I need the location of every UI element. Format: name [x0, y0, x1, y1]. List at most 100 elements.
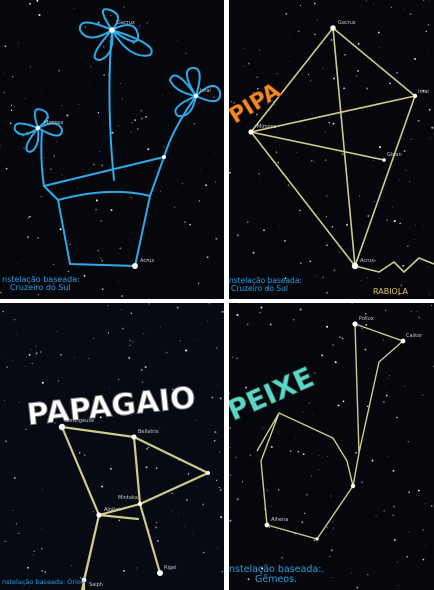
background-star [332, 344, 334, 346]
background-star [195, 420, 196, 421]
background-star [321, 354, 323, 356]
background-star [146, 466, 148, 468]
background-star [423, 529, 425, 531]
star-pollux [352, 321, 357, 326]
star-label-mimosa: Mimosa [257, 124, 276, 130]
background-star [425, 545, 426, 546]
background-star [124, 169, 125, 170]
background-star [184, 526, 185, 527]
background-star [356, 75, 357, 76]
background-star [141, 369, 143, 371]
background-star [33, 555, 34, 556]
background-star [346, 465, 347, 466]
background-star [335, 361, 337, 363]
star-bellatrix [131, 434, 136, 439]
background-star [108, 305, 109, 306]
background-star [159, 428, 160, 429]
background-star [132, 341, 133, 342]
background-star [156, 467, 158, 469]
caption-pipa: nstelação baseada: Cruzeiro do Sul [229, 277, 302, 293]
background-star [302, 412, 303, 413]
background-star [28, 217, 30, 219]
background-star [54, 155, 56, 157]
background-star [408, 491, 410, 493]
background-star [143, 333, 144, 334]
background-star [188, 473, 189, 474]
background-star [326, 244, 328, 246]
background-star [131, 132, 132, 133]
background-star [386, 219, 388, 221]
background-star [401, 285, 402, 286]
star-alhena [265, 523, 270, 528]
background-star [235, 457, 237, 459]
background-star [98, 22, 100, 24]
background-star [79, 452, 81, 454]
background-star [12, 360, 13, 361]
background-star [332, 226, 334, 228]
background-star [293, 319, 295, 321]
background-star [278, 433, 279, 434]
background-star [261, 179, 262, 180]
star-label-gacrux: Gacrux [338, 20, 356, 26]
background-star [361, 280, 362, 281]
background-star [69, 438, 70, 439]
background-star [372, 460, 374, 462]
background-star [26, 357, 27, 358]
background-star [243, 66, 244, 67]
star-label-acrux: Acrux [140, 258, 154, 264]
background-star [56, 141, 57, 142]
background-star [41, 548, 42, 549]
caption-cruzeiro-line2: Cruzeiro do Sul [2, 284, 80, 292]
pipa-drawing: Gacrux Mimosa Imai Ginan Acrux PIPA RABI… [229, 0, 434, 299]
star-label-gacrux: Gacrux [117, 20, 135, 26]
background-star [314, 372, 315, 373]
background-star [296, 152, 297, 153]
background-star [418, 317, 420, 319]
background-star [311, 160, 312, 161]
background-star [30, 66, 31, 67]
star-rigel [157, 570, 163, 576]
background-star [423, 0, 424, 1]
background-star [406, 556, 408, 558]
background-star [14, 106, 15, 107]
background-star [404, 150, 406, 152]
background-star [131, 313, 132, 314]
background-star [259, 50, 260, 51]
background-star [103, 46, 104, 47]
background-star [397, 562, 398, 563]
background-star [50, 168, 52, 170]
background-star [29, 354, 31, 356]
background-star [215, 238, 217, 240]
background-star [333, 123, 335, 125]
background-star [5, 541, 6, 542]
background-star [203, 552, 204, 553]
background-star [423, 559, 425, 561]
background-star [44, 157, 45, 158]
background-star [342, 153, 344, 155]
background-star [110, 167, 111, 168]
background-star [231, 101, 233, 103]
background-star [4, 92, 6, 94]
background-star [103, 74, 105, 76]
background-star [408, 531, 409, 532]
rabiola-label: RABIOLA [373, 287, 408, 296]
background-star [281, 557, 283, 559]
star-imai [194, 94, 198, 98]
background-star [323, 68, 324, 69]
background-star [318, 469, 319, 470]
background-star [277, 162, 279, 164]
background-star [14, 319, 15, 320]
background-star [71, 565, 72, 566]
background-star [429, 1, 430, 2]
background-star [200, 170, 201, 171]
caption-pipa-line2: Cruzeiro do Sul [229, 285, 302, 293]
background-star [409, 181, 410, 182]
star-alnitak [96, 512, 101, 517]
background-star [314, 162, 315, 163]
background-star [84, 454, 86, 456]
background-star [261, 307, 263, 309]
background-star [366, 0, 367, 1]
background-star [431, 505, 433, 507]
background-star [373, 160, 374, 161]
background-star [98, 250, 99, 251]
